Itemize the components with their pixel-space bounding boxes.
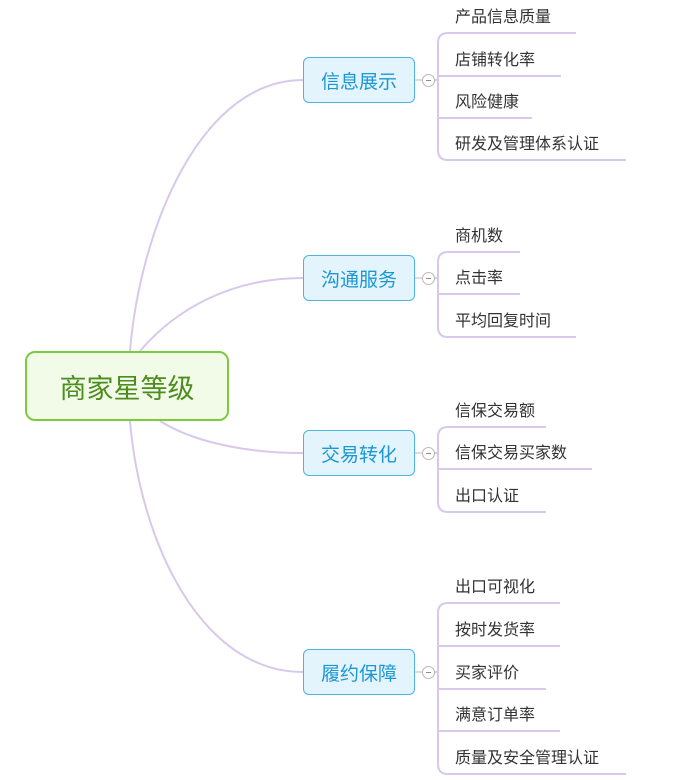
connector-root-branch-1 xyxy=(129,79,304,352)
branch-node-communication-service[interactable]: 沟通服务 xyxy=(303,255,415,301)
leaf-node[interactable]: 按时发货率 xyxy=(455,620,536,639)
collapse-toggle-icon[interactable] xyxy=(422,272,435,285)
leaf-node[interactable]: 买家评价 xyxy=(455,663,520,682)
root-node[interactable]: 商家星等级 xyxy=(25,351,229,421)
leaf-node[interactable]: 质量及安全管理认证 xyxy=(455,748,600,767)
connector-root-branch-3 xyxy=(159,420,304,454)
leaf-node[interactable]: 产品信息质量 xyxy=(455,7,552,26)
connector-root-branch-2 xyxy=(139,277,304,352)
leaf-node[interactable]: 商机数 xyxy=(455,226,504,245)
collapse-toggle-icon[interactable] xyxy=(422,666,435,679)
leaf-node[interactable]: 出口认证 xyxy=(455,486,520,505)
branch-node-info-display[interactable]: 信息展示 xyxy=(303,57,415,103)
branch-node-fulfillment-guarantee[interactable]: 履约保障 xyxy=(303,649,415,695)
leaf-node[interactable]: 信保交易买家数 xyxy=(455,443,568,462)
leaf-node[interactable]: 点击率 xyxy=(455,268,504,287)
leaf-node[interactable]: 研发及管理体系认证 xyxy=(455,134,600,153)
collapse-toggle-icon[interactable] xyxy=(422,74,435,87)
leaf-node[interactable]: 满意订单率 xyxy=(455,705,536,724)
leaf-node[interactable]: 平均回复时间 xyxy=(455,311,552,330)
leaf-node[interactable]: 店铺转化率 xyxy=(455,50,536,69)
branch-node-transaction-conversion[interactable]: 交易转化 xyxy=(303,430,415,476)
leaf-node[interactable]: 信保交易额 xyxy=(455,401,536,420)
leaf-node[interactable]: 出口可视化 xyxy=(455,577,536,596)
leaf-node[interactable]: 风险健康 xyxy=(455,92,520,111)
collapse-toggle-icon[interactable] xyxy=(422,447,435,460)
connector-root-branch-4 xyxy=(129,420,304,673)
